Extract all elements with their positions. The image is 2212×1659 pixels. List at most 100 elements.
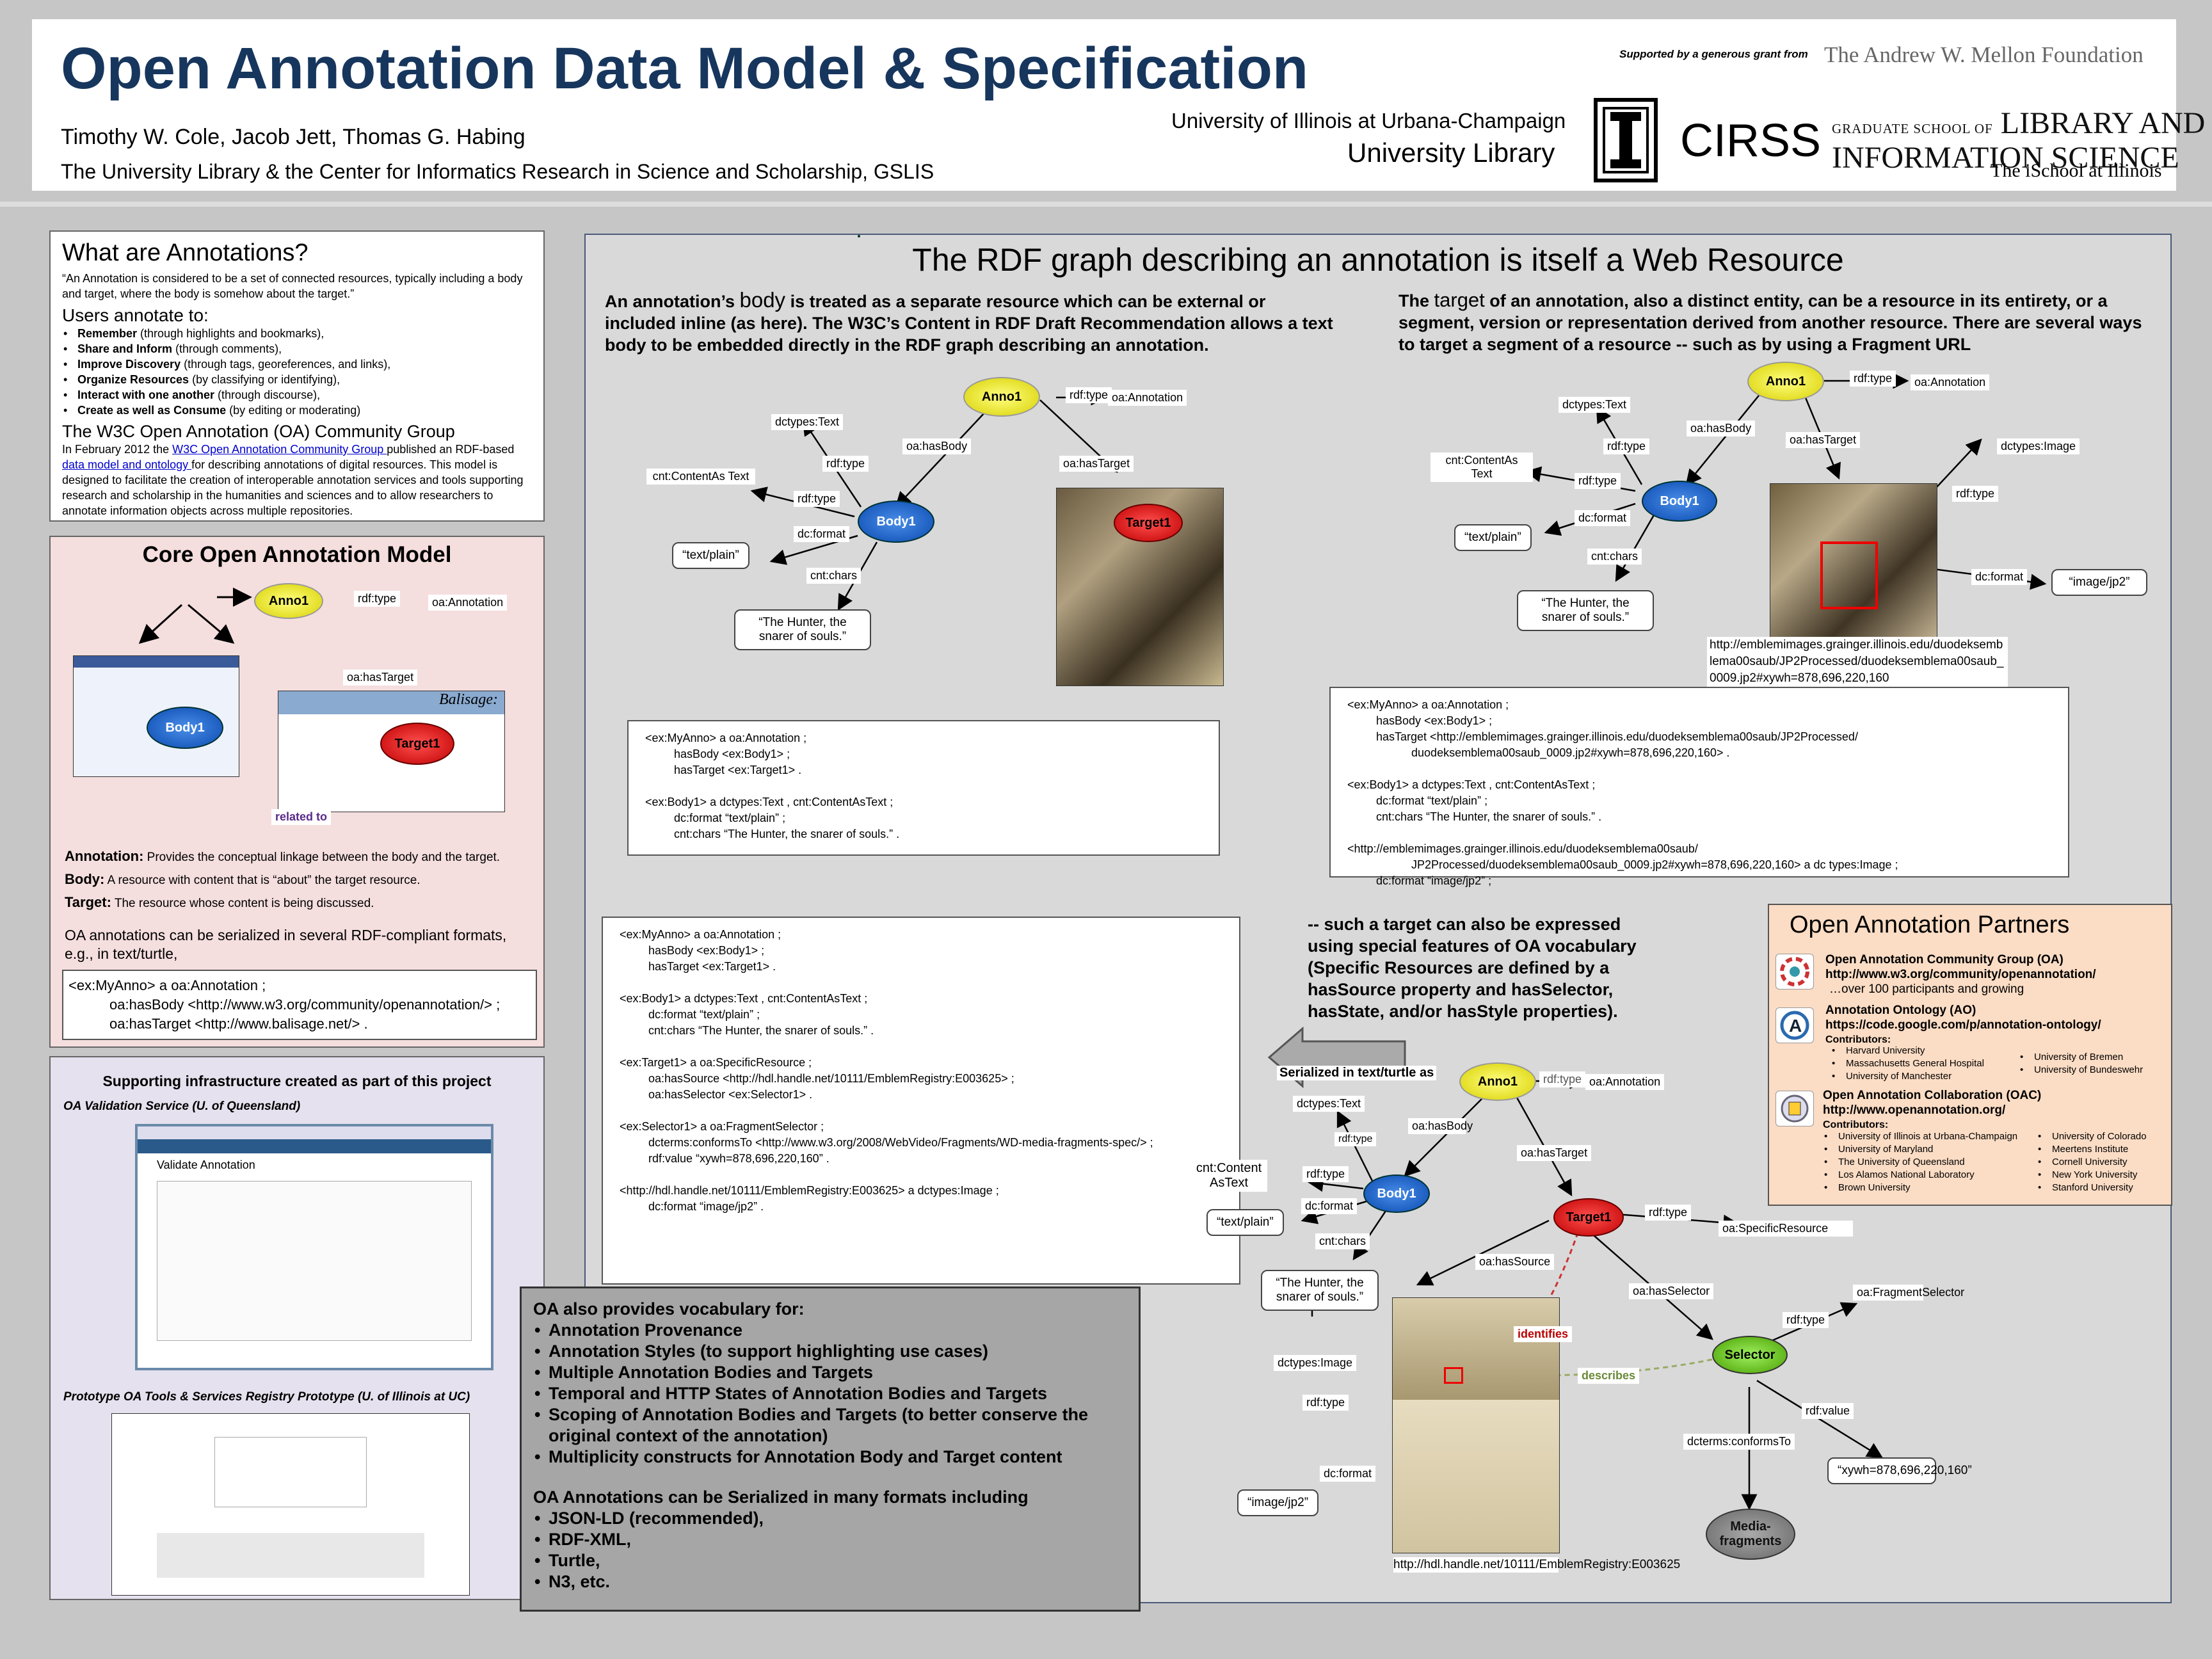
list-item: Temporal and HTTP States of Annotation B… xyxy=(533,1383,1127,1404)
specific-resource-paragraph: -- such a target can also be expressed u… xyxy=(1308,915,1637,1021)
image-jp2-value: “image/jp2” xyxy=(2051,569,2147,596)
core-rdftype-label: rdf:type xyxy=(354,591,401,607)
list-item: Share and Inform (through comments), xyxy=(62,341,532,357)
core-definitions: Annotation: Provides the conceptual link… xyxy=(65,848,501,910)
target1-node: Target1 xyxy=(1114,504,1183,542)
university-library: University Library xyxy=(1347,138,1555,168)
oa-annotation-label: oa:Annotation xyxy=(1108,390,1187,406)
anno1-node: Anno1 xyxy=(1747,362,1824,401)
p3-contributors-col1: University of Illinois at Urbana-Champai… xyxy=(1823,1130,2017,1194)
fragment-url: http://emblemimages.grainger.illinois.ed… xyxy=(1707,637,2008,687)
body1-node xyxy=(858,235,860,237)
p2-url[interactable]: https://code.google.com/p/annotation-ont… xyxy=(1825,1018,2101,1032)
specific-resource-label: oa:SpecificResource xyxy=(1719,1221,1853,1237)
validation-screenshot: Validate Annotation xyxy=(135,1124,493,1370)
core-body-node: Body1 xyxy=(147,707,223,749)
annotation-quote: “An Annotation is considered to be a set… xyxy=(62,272,523,300)
authors: Timothy W. Cole, Jacob Jett, Thomas G. H… xyxy=(61,125,525,149)
list-item: Turtle, xyxy=(533,1550,1127,1571)
dcformat-label: dc:format xyxy=(1971,569,2028,585)
w3c-group-link[interactable]: W3C Open Annotation Community Group xyxy=(172,443,387,456)
what-heading: What are Annotations? xyxy=(62,239,309,266)
oac-logo xyxy=(1775,1091,1814,1126)
content-as-text-label: cnt:ContentAs Text xyxy=(646,469,755,485)
what-are-annotations-panel: What are Annotations? “An Annotation is … xyxy=(49,230,545,522)
rdftype-label: rdf:type xyxy=(1066,387,1112,403)
body1-node: Body1 xyxy=(858,501,934,543)
rdftype-label: rdf:type xyxy=(1334,1132,1377,1146)
header-divider xyxy=(0,202,2212,207)
list-item: Multiplicity constructs for Annotation B… xyxy=(533,1447,1127,1468)
hastarget-label: oa:hasTarget xyxy=(1517,1145,1592,1161)
oa-annotation-label: oa:Annotation xyxy=(1585,1074,1665,1090)
hunter-value: “The Hunter, the snarer of souls.” xyxy=(734,609,871,650)
poster-title: Open Annotation Data Model & Specificati… xyxy=(61,36,1309,101)
text-plain-value: “text/plain” xyxy=(1454,524,1532,551)
list-item: JSON-LD (recommended), xyxy=(533,1508,1127,1529)
data-model-link[interactable]: data model and ontology xyxy=(62,458,192,471)
oa-annotation-label: oa:Annotation xyxy=(1911,374,1990,390)
core-heading: Core Open Annotation Model xyxy=(142,542,452,567)
list-item: Annotation Provenance xyxy=(533,1320,1127,1341)
list-item: Create as well as Consume (by editing or… xyxy=(62,403,532,418)
w3c-community-logo xyxy=(1775,954,1814,990)
rdf-value-label: rdf:value xyxy=(1802,1403,1854,1419)
hastarget-label: oa:hasTarget xyxy=(1786,432,1861,448)
prototype-screenshot xyxy=(111,1413,470,1596)
turtle-code-c: <ex:MyAnno> a oa:Annotation ; hasBody <e… xyxy=(602,917,1240,1285)
content-as-text-label: cnt:Content AsText xyxy=(1190,1160,1267,1192)
image-jp2-value: “image/jp2” xyxy=(1237,1489,1319,1516)
w3c-heading: The W3C Open Annotation (OA) Community G… xyxy=(62,422,455,441)
p2-contributors-col2: University of BremenUniversity of Bundes… xyxy=(2019,1051,2143,1077)
rdftype-label: rdf:type xyxy=(1539,1071,1586,1087)
hassource-label: oa:hasSource xyxy=(1475,1254,1555,1270)
cntchars-label: cnt:chars xyxy=(806,568,862,584)
p3-contributors-col2: University of ColoradoMeertens Institute… xyxy=(2037,1130,2147,1194)
cntchars-label: cnt:chars xyxy=(1315,1233,1370,1249)
body1-node: Body1 xyxy=(1642,481,1717,522)
prototype-caption: Prototype OA Tools & Services Registry P… xyxy=(63,1390,470,1404)
ischool-tagline: The iSchool at Illinois xyxy=(1991,160,2162,181)
cntchars-label: cnt:chars xyxy=(1587,549,1642,565)
core-hastarget-label: oa:hasTarget xyxy=(343,669,418,685)
p2-contributors-col1: Harvard UniversityMassachusetts General … xyxy=(1831,1045,1984,1083)
turtle-code-b: <ex:MyAnno> a oa:Annotation ; hasBody <e… xyxy=(1329,687,2069,887)
core-oa-annotation-label: oa:Annotation xyxy=(428,595,508,611)
target1-node: Target1 xyxy=(1553,1198,1624,1237)
partners-heading: Open Annotation Partners xyxy=(1790,911,2070,938)
p3-url[interactable]: http://www.openannotation.org/ xyxy=(1823,1103,2006,1117)
uiuc-name: University of Illinois at Urbana-Champai… xyxy=(1171,109,1566,132)
xywh-value: “xywh=878,696,220,160” xyxy=(1827,1457,1972,1484)
fragment-selector-label: oa:FragmentSelector xyxy=(1853,1285,1964,1301)
hasbody-label: oa:hasBody xyxy=(1687,421,1756,437)
core-target-node: Target1 xyxy=(380,723,454,765)
hasbody-label: oa:hasBody xyxy=(1408,1118,1473,1134)
media-fragments-node: Media-fragments xyxy=(1706,1509,1795,1560)
vocabulary-panel: OA also provides vocabulary for: Annotat… xyxy=(520,1286,1141,1612)
emblem-image-2 xyxy=(1770,483,1937,639)
anno1-node: Anno1 xyxy=(963,377,1040,417)
content-as-text-label: cnt:ContentAs Text xyxy=(1431,453,1533,482)
rdftype-label: rdf:type xyxy=(1783,1312,1829,1328)
related-to-label: related to xyxy=(271,809,332,825)
conforms-to-label: dcterms:conformsTo xyxy=(1683,1434,1795,1450)
dctypes-image-label: dctypes:Image xyxy=(1274,1355,1357,1371)
svg-text:A: A xyxy=(1789,1016,1802,1036)
text-plain-value: “text/plain” xyxy=(1206,1209,1284,1236)
formats-list: JSON-LD (recommended), RDF-XML, Turtle, … xyxy=(533,1508,1127,1592)
rdftype-label: rdf:type xyxy=(1575,473,1621,489)
infra-heading: Supporting infrastructure created as par… xyxy=(102,1073,492,1089)
users-list: Remember (through highlights and bookmar… xyxy=(62,326,532,418)
main-heading: The RDF graph describing an annotation i… xyxy=(912,242,1844,278)
hunter-value: “The Hunter, the snarer of souls.” xyxy=(1517,590,1654,631)
dctypes-text-label: dctypes:Text xyxy=(1559,397,1631,413)
p1-url[interactable]: http://www.w3.org/community/openannotati… xyxy=(1825,968,2096,981)
cirss-logo: CIRSS xyxy=(1680,115,1822,166)
turtle-code-a: <ex:MyAnno> a oa:Annotation ; hasBody <e… xyxy=(627,720,1220,856)
dctypes-text-label: dctypes:Text xyxy=(771,414,844,430)
list-item: RDF-XML, xyxy=(533,1529,1127,1550)
target-paragraph: The target of an annotation, also a dist… xyxy=(1399,289,2142,355)
illinois-i-logo xyxy=(1594,98,1658,182)
hasselector-label: oa:hasSelector xyxy=(1629,1283,1714,1299)
